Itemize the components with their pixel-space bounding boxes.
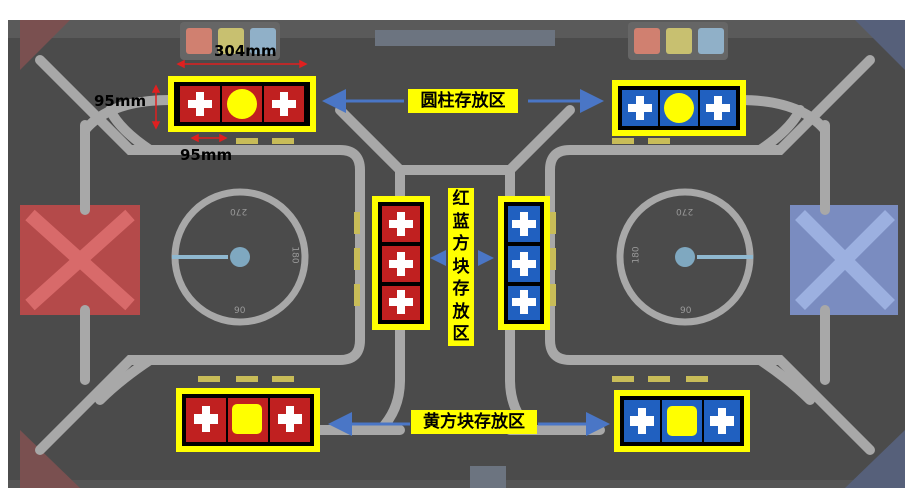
cross-block-icons	[188, 92, 734, 434]
dial-left	[171, 188, 309, 326]
dimension-arrows	[151, 59, 308, 143]
yellow-markers	[198, 138, 708, 382]
dial-mark: 270	[230, 206, 248, 216]
yellow-zone-label: 黄方块存放区	[411, 410, 537, 434]
redblue-zone-char: 红	[452, 189, 470, 209]
redblue-zone-char: 块	[452, 256, 470, 277]
redblue-zone-char: 区	[452, 324, 470, 344]
dial-mark: 90	[680, 306, 692, 316]
cylinder-zone-label: 圆柱存放区	[408, 89, 518, 113]
dial-mark: 90	[234, 306, 246, 316]
dial-mark: 180	[631, 246, 642, 264]
top-color-pads	[180, 22, 728, 488]
start-zones	[20, 20, 905, 488]
dial-mark: 270	[676, 206, 694, 216]
dial-mark: 180	[289, 246, 300, 264]
dial-right	[616, 188, 754, 326]
redblue-zone-char: 方	[452, 234, 470, 254]
yellow-cube-icons	[232, 404, 697, 436]
redblue-zone-label: 红 蓝 方 块 存 放 区	[448, 188, 474, 346]
redblue-zone-char: 放	[452, 301, 470, 322]
redblue-zone-char: 存	[452, 279, 470, 299]
arrow-icons	[322, 89, 610, 436]
height-dimension-label: 95mm	[94, 92, 147, 110]
cell-dimension-label: 95mm	[180, 146, 233, 164]
length-dimension-label: 304mm	[214, 42, 277, 60]
yellow-cylinder-icons	[227, 89, 694, 123]
redblue-zone-char: 蓝	[452, 211, 470, 232]
